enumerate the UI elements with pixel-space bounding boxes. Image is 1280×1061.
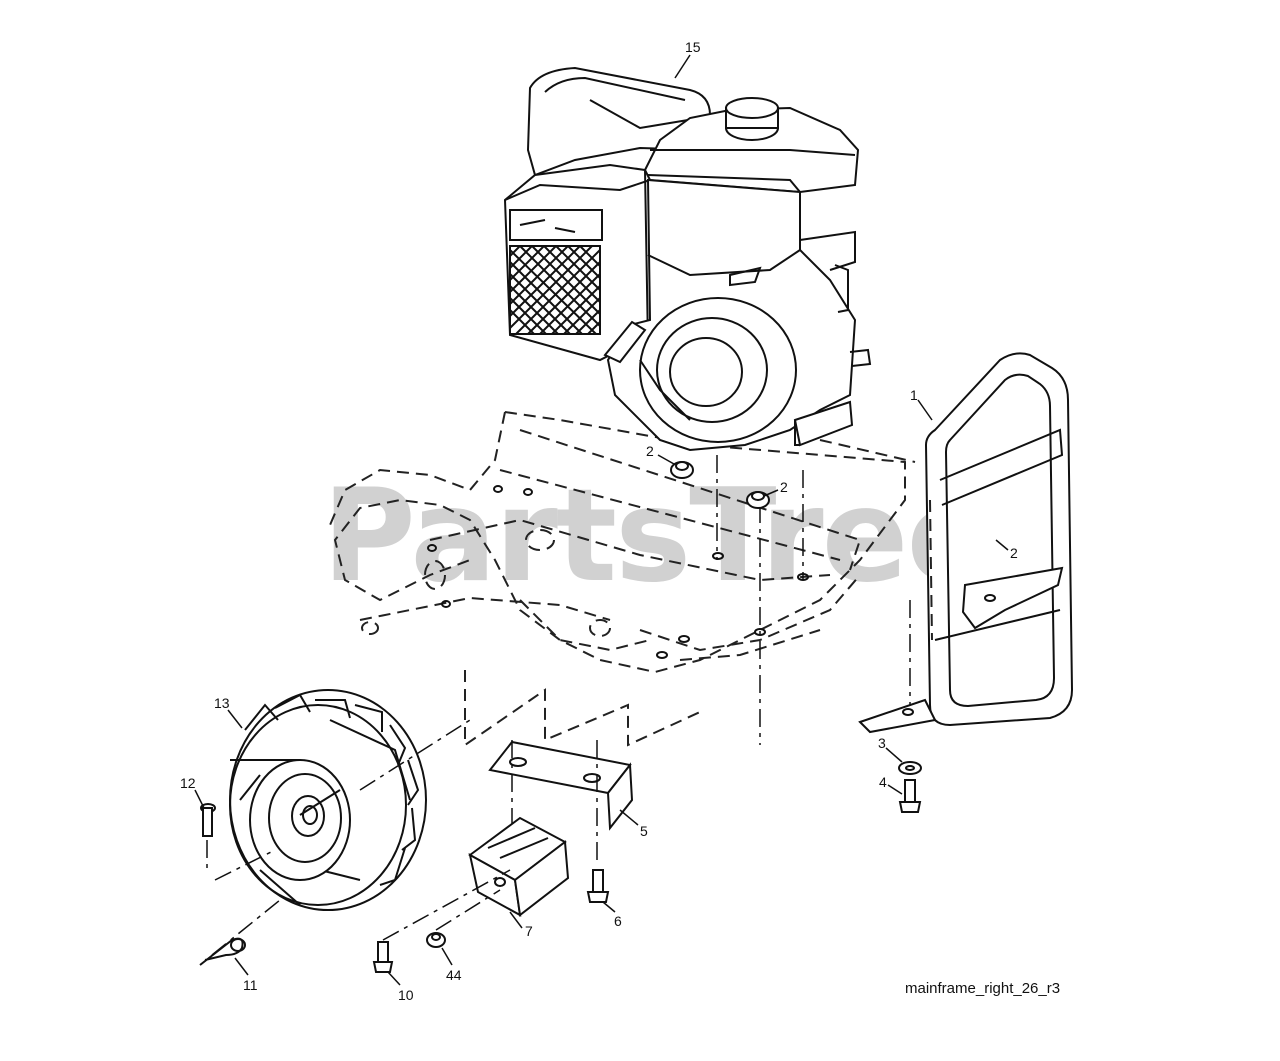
- flange-nut-a: [670, 461, 694, 479]
- clevis-pin: [200, 803, 216, 837]
- weight-bolt: [372, 941, 394, 973]
- callout-4: 4: [879, 774, 887, 790]
- hex-bolt-front: [898, 779, 922, 813]
- callout-15: 15: [685, 39, 701, 55]
- hex-bolt-hitch: [586, 869, 610, 903]
- lower-bumper-bracket: [858, 698, 937, 734]
- fuel-cap: [725, 97, 779, 141]
- callout-44: 44: [446, 967, 462, 983]
- callout-11: 11: [243, 977, 258, 993]
- weight-nut: [426, 932, 446, 948]
- callout-12: 12: [180, 775, 196, 791]
- front-bumper: [924, 352, 1074, 727]
- callout-2c: 2: [1010, 545, 1018, 561]
- diagram-caption: mainframe_right_26_r3: [905, 980, 1060, 997]
- callout-2b: 2: [780, 479, 788, 495]
- engine-base: [793, 400, 854, 447]
- callout-3: 3: [878, 735, 886, 751]
- hitch-bracket: [488, 740, 634, 831]
- mainframe-dashed-outline: [329, 411, 906, 674]
- watermark-text: PartsTree: [322, 462, 991, 611]
- wheel-tire: [229, 689, 427, 911]
- hairpin-clip: [199, 937, 246, 966]
- callout-5: 5: [640, 823, 648, 839]
- cooling-grill: [509, 245, 601, 335]
- weight-block: [468, 816, 570, 917]
- engine: [503, 66, 872, 452]
- callout-1: 1: [910, 387, 918, 403]
- recoil-starter: [639, 297, 797, 443]
- callout-10: 10: [398, 987, 414, 1003]
- callout-6: 6: [614, 913, 622, 929]
- callout-13: 13: [214, 695, 230, 711]
- leader-lines: [194, 54, 1009, 986]
- upper-bumper-bracket: [961, 566, 1064, 630]
- starter-handle: [603, 320, 647, 364]
- engine-label-plate: [509, 209, 603, 241]
- callout-7: 7: [525, 923, 533, 939]
- flange-nut-b: [746, 491, 770, 509]
- callout-2a: 2: [646, 443, 654, 459]
